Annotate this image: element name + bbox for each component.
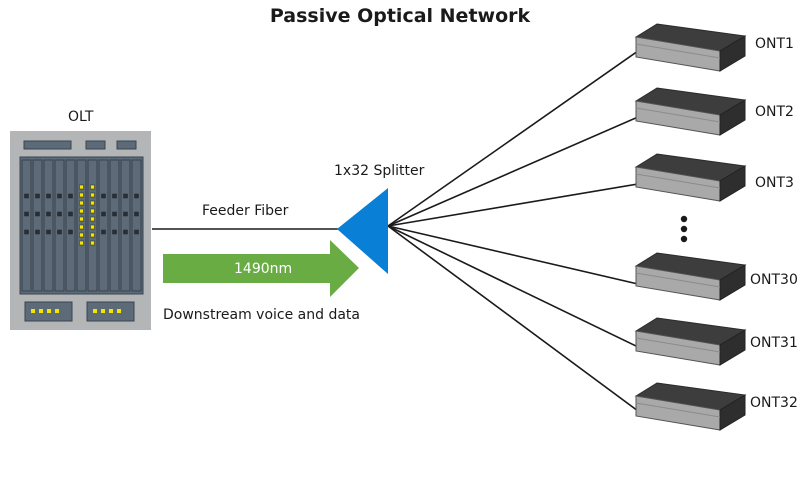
olt-line-card (21, 159, 32, 292)
olt-port-led (79, 192, 84, 198)
olt-status-led (47, 309, 51, 313)
olt-line-card (43, 159, 54, 292)
olt-port-led (35, 211, 40, 217)
feeder-fiber-label: Feeder Fiber (202, 203, 289, 219)
olt-port-led (79, 240, 84, 246)
olt-port-led (24, 211, 29, 217)
olt-port-led (134, 229, 139, 235)
ont3-label: ONT3 (755, 175, 794, 191)
ont-device-icon (634, 23, 747, 72)
ont-device-icon (634, 153, 747, 202)
olt-line-card (120, 159, 131, 292)
vertical-ellipsis-icon (680, 215, 688, 243)
olt-port-led (79, 216, 84, 222)
olt-port-led (46, 193, 51, 199)
olt-port-led (112, 211, 117, 217)
wavelength-label: 1490nm (234, 261, 293, 277)
olt-port-led (46, 211, 51, 217)
downstream-arrow (163, 240, 359, 297)
olt-port-led (101, 211, 106, 217)
olt-port-led (134, 193, 139, 199)
olt-port-led (90, 216, 95, 222)
olt-line-card (65, 159, 76, 292)
olt-port-led (123, 229, 128, 235)
olt-line-card (32, 159, 43, 292)
ont32-label: ONT32 (750, 395, 798, 411)
olt-port-led (57, 193, 62, 199)
diagram-title: Passive Optical Network (269, 5, 531, 27)
olt-port-led (68, 229, 73, 235)
olt-chassis-icon (10, 131, 151, 330)
olt-port-led (35, 193, 40, 199)
olt-port-led (35, 229, 40, 235)
olt-line-card (109, 159, 120, 292)
ont30-label: ONT30 (750, 272, 798, 288)
olt-port-led (57, 229, 62, 235)
olt-port-led (24, 229, 29, 235)
fiber-to-ont3 (387, 183, 639, 227)
olt-status-led (109, 309, 113, 313)
olt-port-led (101, 193, 106, 199)
olt-port-led (112, 193, 117, 199)
ont2-label: ONT2 (755, 104, 794, 120)
olt-port-led (90, 208, 95, 214)
olt-port-led (90, 224, 95, 230)
fiber-to-ont2 (387, 116, 639, 227)
olt-line-card (98, 159, 109, 292)
distribution-fibers (387, 50, 639, 412)
olt-port-led (79, 208, 84, 214)
olt-port-led (79, 224, 84, 230)
olt-port-led (123, 211, 128, 217)
fiber-to-ont32 (387, 225, 639, 412)
ont1-label: ONT1 (755, 36, 794, 52)
ont-device-icon (634, 252, 747, 301)
ont31-label: ONT31 (750, 335, 798, 351)
ont-device-icon (634, 317, 747, 366)
olt-status-led (117, 309, 121, 313)
fiber-to-ont1 (387, 50, 639, 227)
olt-line-card (54, 159, 65, 292)
olt-port-led (101, 229, 106, 235)
olt-line-card (131, 159, 142, 292)
olt-port-led (79, 200, 84, 206)
olt-port-led (90, 192, 95, 198)
olt-port-led (68, 193, 73, 199)
olt-port-led (24, 193, 29, 199)
olt-port-led (90, 232, 95, 238)
olt-port-led (90, 200, 95, 206)
fiber-to-ont31 (387, 225, 639, 348)
olt-port-led (46, 229, 51, 235)
olt-port-led (134, 211, 139, 217)
olt-port-led (90, 240, 95, 246)
olt-status-led (101, 309, 105, 313)
olt-port-led (90, 184, 95, 190)
fiber-to-ont30 (387, 225, 639, 285)
olt-status-led (55, 309, 59, 313)
splitter-icon (337, 188, 388, 274)
olt-port-led (123, 193, 128, 199)
olt-status-led (93, 309, 97, 313)
splitter-label: 1x32 Splitter (334, 163, 425, 179)
olt-status-led (39, 309, 43, 313)
olt-status-led (31, 309, 35, 313)
olt-port-led (68, 211, 73, 217)
ont-device-icon (634, 382, 747, 431)
olt-port-led (79, 232, 84, 238)
olt-port-led (57, 211, 62, 217)
olt-port-led (112, 229, 117, 235)
olt-label: OLT (68, 109, 94, 125)
olt-port-led (79, 184, 84, 190)
ont-device-icon (634, 87, 747, 136)
downstream-caption: Downstream voice and data (163, 307, 361, 323)
